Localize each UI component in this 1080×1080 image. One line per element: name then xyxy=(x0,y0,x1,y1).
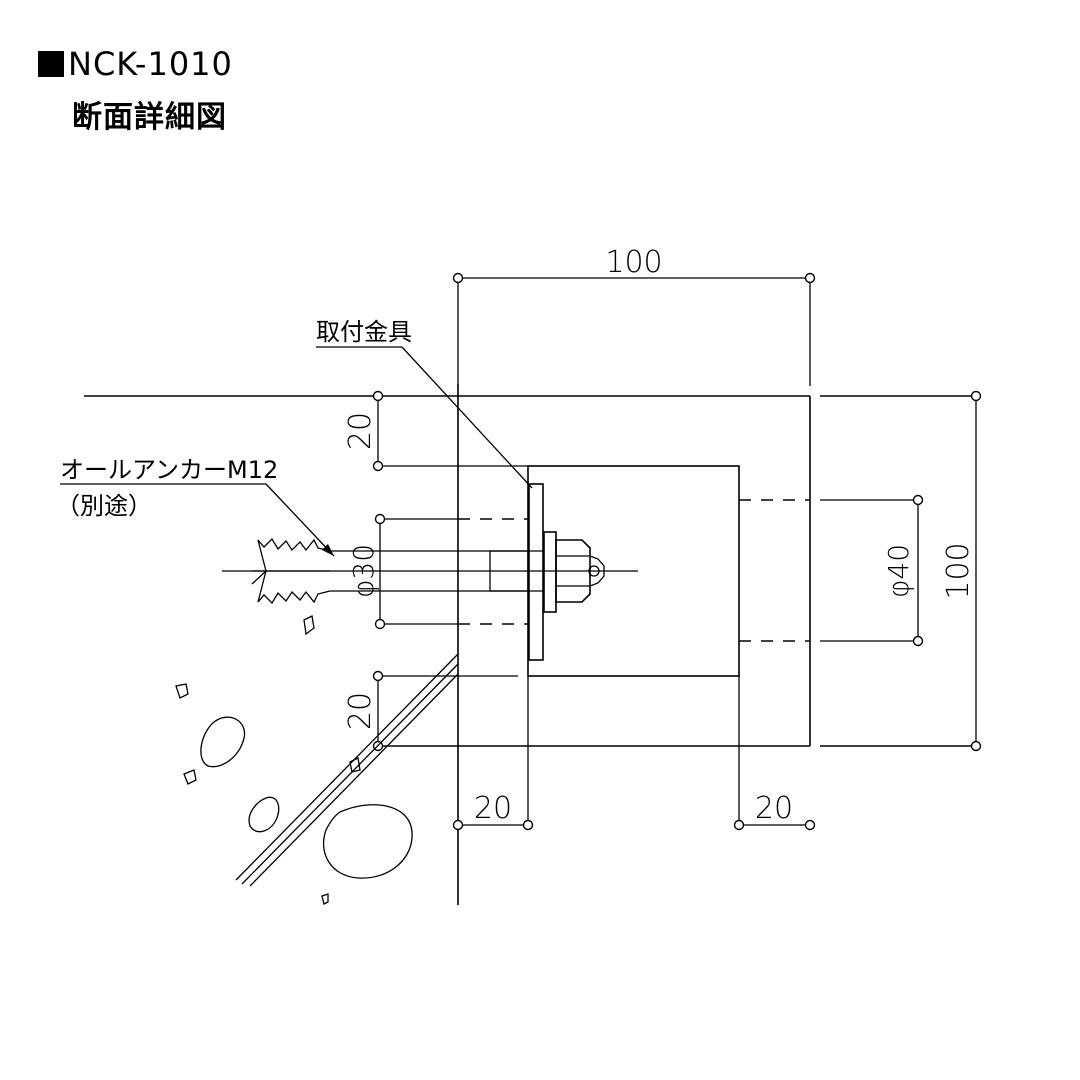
dim-dot xyxy=(372,390,384,402)
title-line: NCK-1010 xyxy=(38,42,233,86)
bolt-tip xyxy=(589,555,605,587)
aggregate-stone xyxy=(200,716,246,768)
dim-dot xyxy=(452,819,464,831)
anchor-sleeve-upper xyxy=(251,537,331,585)
dim-bottom-offset-text: 20 xyxy=(343,692,378,730)
anchor-sleeve-lower xyxy=(257,570,331,605)
dim-dot xyxy=(374,513,386,525)
hatch-line xyxy=(249,673,459,887)
dim-left-offset-text: 20 xyxy=(474,791,512,826)
model-number: NCK-1010 xyxy=(68,45,233,83)
washer xyxy=(543,531,557,613)
anchor-label: オールアンカーM12 xyxy=(60,456,278,484)
anchor-leader-arrow xyxy=(322,544,334,556)
anchor-note-label: （別途） xyxy=(56,492,152,520)
dim-right-offset-text: 20 xyxy=(755,791,793,826)
dim-dot xyxy=(452,272,464,284)
aggregate-stone xyxy=(322,804,413,879)
dim-dot xyxy=(522,819,534,831)
dim-right-height-text: 100 xyxy=(941,542,976,599)
aggregate-stone xyxy=(175,683,189,699)
dim-dot xyxy=(372,460,384,472)
bracket-label: 取付金具 xyxy=(316,318,412,346)
anchor-leader-line xyxy=(265,483,335,557)
hatch-line xyxy=(241,663,459,885)
dim-dot xyxy=(372,670,384,682)
hatch-line xyxy=(235,653,459,881)
drawing-header: NCK-1010 断面詳細図 xyxy=(38,42,233,136)
bolt-tip-end xyxy=(588,565,600,577)
aggregate-stone xyxy=(321,893,329,905)
dim-dot xyxy=(804,819,816,831)
aggregate-stone xyxy=(303,615,315,636)
bolt-thread-end xyxy=(489,550,529,592)
dim-dot xyxy=(912,494,924,506)
dim-top-width-text: 100 xyxy=(605,245,662,280)
dim-phi40-text: φ40 xyxy=(882,544,915,598)
drawing-subtitle: 断面詳細図 xyxy=(72,100,227,135)
dim-top-offset-text: 20 xyxy=(343,412,378,450)
aggregate-stone xyxy=(349,757,361,773)
dim-dot xyxy=(374,618,386,630)
aggregate-stone xyxy=(248,796,280,833)
dim-dot xyxy=(912,635,924,647)
dim-dot xyxy=(733,819,745,831)
dim-dot xyxy=(970,390,982,402)
dim-dot xyxy=(970,740,982,752)
aggregate-stone xyxy=(183,769,197,785)
dim-dot xyxy=(804,272,816,284)
bracket-leader-line xyxy=(401,346,533,489)
hex-nut xyxy=(555,539,591,603)
title-square-mark xyxy=(38,51,64,77)
bracket-plate xyxy=(528,483,544,661)
